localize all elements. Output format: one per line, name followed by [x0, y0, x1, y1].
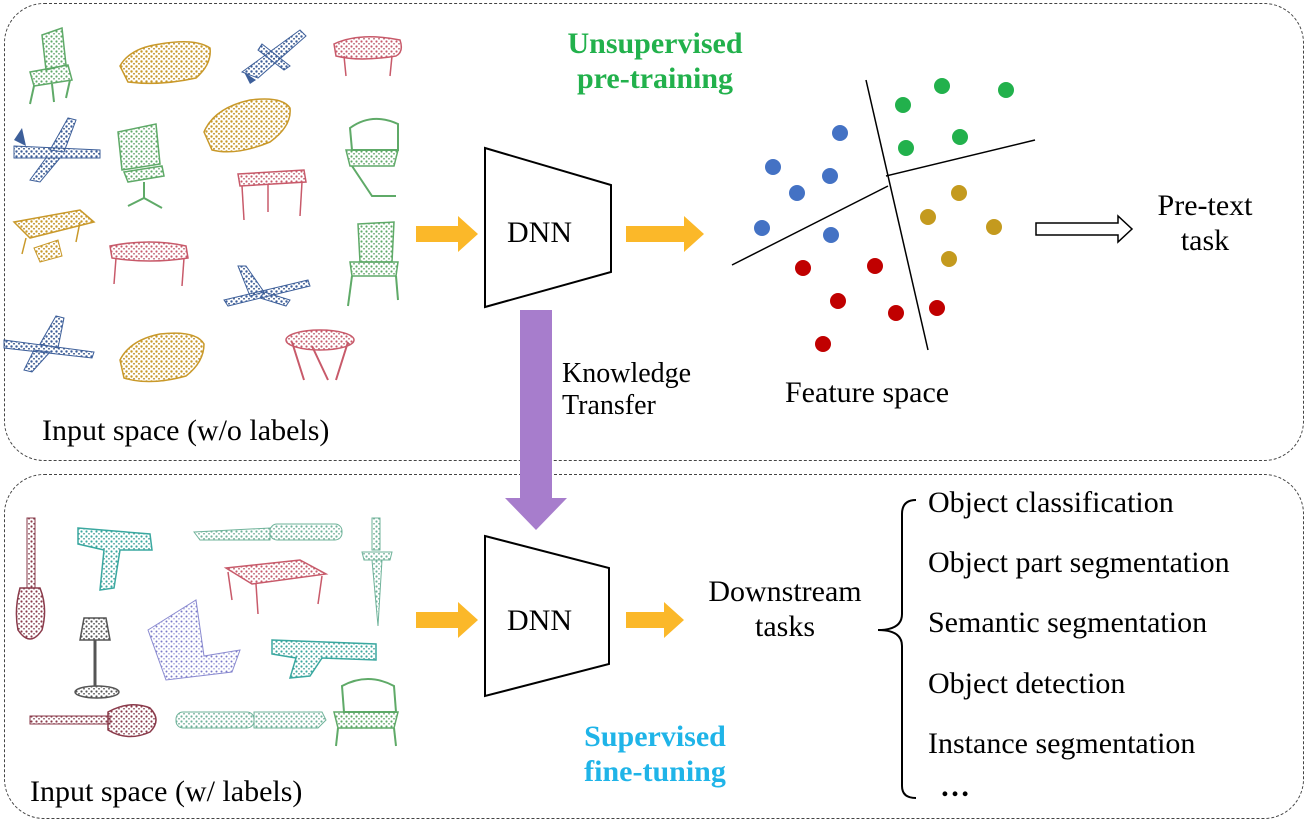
- dnn-label-top: DNN: [507, 216, 572, 249]
- feature-point-blue: [823, 227, 839, 243]
- knowledge-transfer-label: Knowledge Transfer: [562, 358, 691, 422]
- pointcloud-table-2: [237, 169, 307, 221]
- pointcloud-knife-2: [175, 711, 327, 729]
- dnn-encoder-bottom: [484, 534, 610, 698]
- task-object-part-segmentation: Object part segmentation: [928, 546, 1230, 579]
- pointcloud-dagger: [361, 517, 393, 627]
- pointcloud-car-3: [119, 332, 205, 383]
- feature-point-red: [888, 305, 904, 321]
- pretraining-heading-line2: pre-training: [576, 61, 734, 95]
- feature-point-gold: [986, 219, 1002, 235]
- feature-point-blue: [822, 168, 838, 184]
- feature-space-label: Feature space: [785, 376, 950, 409]
- feature-point-blue: [789, 185, 805, 201]
- task-ellipsis: …: [940, 770, 970, 803]
- pointcloud-car-1: [119, 41, 211, 85]
- pointcloud-knife-1: [193, 523, 343, 541]
- finetuning-heading-line2: fine-tuning: [584, 754, 726, 788]
- pointcloud-airplane-2: [13, 117, 101, 183]
- task-semantic-segmentation: Semantic segmentation: [928, 606, 1208, 639]
- downstream-tasks-line1: Downstream: [708, 575, 862, 608]
- pointcloud-airplane-3: [223, 265, 311, 307]
- task-object-classification: Object classification: [928, 486, 1174, 519]
- feature-point-gold: [951, 185, 967, 201]
- knowledge-transfer-line2: Transfer: [562, 390, 656, 422]
- feature-point-red: [815, 336, 831, 352]
- decision-boundary-3: [865, 79, 929, 351]
- task-instance-segmentation: Instance segmentation: [928, 727, 1196, 760]
- pointcloud-gun-1: [77, 527, 153, 591]
- unlabeled-input-label: Input space (w/o labels): [42, 414, 330, 447]
- feature-point-green: [898, 140, 914, 156]
- input-to-dnn-arrow-top: [416, 216, 478, 252]
- pretext-task-line2: task: [1180, 223, 1230, 257]
- pointcloud-chair-2: [117, 123, 165, 209]
- pointcloud-car-2: [203, 98, 291, 153]
- pointcloud-airplane-1: [240, 29, 307, 84]
- pretraining-heading-line1: Unsupervised: [567, 27, 743, 60]
- pointcloud-gun-2: [271, 639, 377, 679]
- downstream-tasks-label: Downstream tasks: [690, 575, 880, 644]
- pointcloud-table-3: [12, 209, 96, 263]
- pointcloud-chair-5: [333, 678, 399, 747]
- pretraining-heading: Unsupervised pre-training: [540, 27, 770, 96]
- pointcloud-table-4: [109, 241, 189, 287]
- feature-point-blue: [765, 159, 781, 175]
- pretext-task-line1: Pre-text: [1157, 189, 1253, 222]
- dnn-encoder-top: [484, 146, 612, 309]
- decision-boundary-1: [731, 185, 889, 266]
- dnn-label-bottom: DNN: [507, 604, 572, 637]
- feature-point-green: [895, 97, 911, 113]
- pretext-task-label: Pre-text task: [1140, 189, 1270, 258]
- task-object-detection: Object detection: [928, 667, 1126, 700]
- finetuning-heading: Supervised fine-tuning: [540, 720, 770, 789]
- feature-point-green: [998, 82, 1014, 98]
- pointcloud-lamp: [74, 617, 120, 699]
- dnn-to-feature-arrow: [626, 216, 704, 252]
- pointcloud-table-1: [333, 36, 403, 77]
- pointcloud-guitar-1: [15, 517, 46, 640]
- pointcloud-chair-3: [345, 117, 399, 197]
- feature-point-blue: [754, 220, 770, 236]
- feature-point-red: [830, 293, 846, 309]
- feature-point-blue: [832, 125, 848, 141]
- decision-boundary-2: [885, 139, 1036, 177]
- finetuning-heading-line1: Supervised: [584, 720, 726, 753]
- tasks-brace: [877, 499, 917, 799]
- input-to-dnn-arrow-bottom: [416, 602, 478, 638]
- pointcloud-bag: [147, 599, 241, 681]
- feature-space: [731, 78, 1036, 352]
- knowledge-transfer-line1: Knowledge: [562, 358, 692, 389]
- feature-point-gold: [920, 209, 936, 225]
- finetuning-panel: [4, 474, 1304, 819]
- labeled-point-clouds: [15, 517, 399, 747]
- feature-point-gold: [941, 251, 957, 267]
- feature-point-red: [795, 260, 811, 276]
- feature-point-red: [929, 300, 945, 316]
- feature-point-green: [952, 129, 968, 145]
- pointcloud-chair-4: [347, 221, 399, 307]
- downstream-tasks-line2: tasks: [755, 609, 815, 643]
- pointcloud-guitar-2: [29, 704, 157, 738]
- feature-point-red: [867, 258, 883, 274]
- unlabeled-point-clouds: [3, 26, 403, 383]
- dnn-to-downstream-arrow: [626, 602, 684, 638]
- pretraining-panel: [4, 3, 1304, 461]
- feature-point-green: [934, 78, 950, 94]
- pointcloud-airplane-4: [3, 315, 95, 373]
- knowledge-transfer-arrow: [505, 310, 567, 530]
- feature-to-pretext-arrow: [1035, 214, 1134, 244]
- pointcloud-table-5: [285, 329, 355, 381]
- labeled-input-label: Input space (w/ labels): [30, 775, 303, 808]
- pointcloud-table-6: [223, 559, 329, 615]
- pointcloud-chair-1: [29, 26, 73, 105]
